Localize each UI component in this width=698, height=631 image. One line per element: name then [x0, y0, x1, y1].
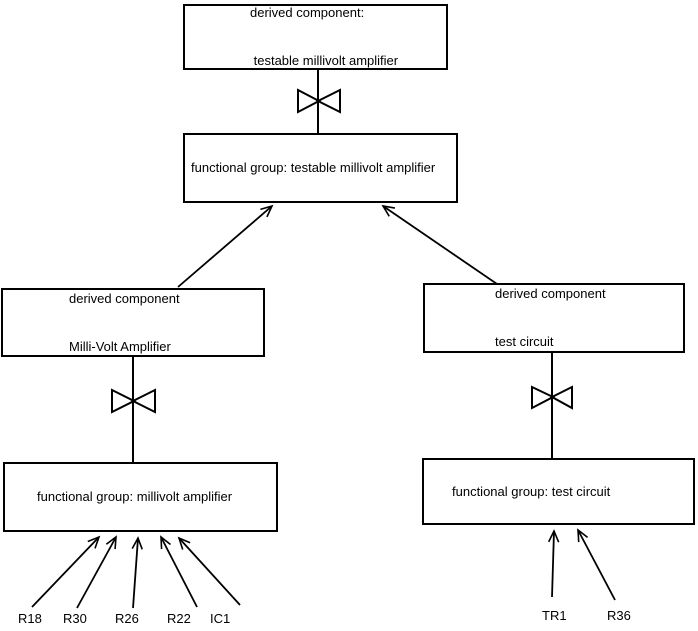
arrow-ic1-to-leftfunc — [177, 536, 241, 606]
component-label-r30: R30 — [63, 611, 87, 626]
box-label-line: functional group: millivolt amplifier — [37, 489, 233, 504]
arrow-r26-to-leftfunc — [131, 536, 143, 609]
box-label-line: functional group: testable millivolt amp… — [191, 160, 436, 175]
box-functional-group-test-circuit: functional group: test circuit — [422, 458, 695, 525]
arrow-r22-to-leftfunc — [160, 535, 198, 608]
box-label-line: testable millivolt amplifier — [250, 53, 399, 68]
box-derived-milli-volt-amplifier: derived component Milli-Volt Amplifier — [1, 288, 265, 357]
bowtie-icon — [531, 385, 556, 410]
component-label-r22: R22 — [167, 611, 191, 626]
box-derived-test-circuit: derived component test circuit — [423, 283, 685, 353]
arrow-leftderived-to-functestable — [177, 204, 274, 288]
box-functional-group-testable-millivolt-amplifier: functional group: testable millivolt amp… — [183, 133, 458, 203]
component-label-tr1: TR1 — [542, 608, 567, 623]
bowtie-icon — [111, 388, 137, 414]
box-label-line: derived component — [69, 290, 180, 306]
component-label-r18: R18 — [18, 611, 42, 626]
box-label-line: derived component: — [250, 5, 365, 20]
box-label-line: derived component — [495, 286, 606, 301]
arrow-r30-to-leftfunc — [76, 535, 117, 609]
box-derived-testable-millivolt-amplifier: derived component: testable millivolt am… — [183, 4, 448, 70]
component-label-r26: R26 — [115, 611, 139, 626]
bowtie-icon — [130, 388, 156, 414]
box-label-line: test circuit — [495, 334, 554, 349]
arrow-tr1-to-rightfunc — [547, 529, 560, 598]
box-functional-group-millivolt-amplifier: functional group: millivolt amplifier — [3, 462, 278, 532]
box-label-line: functional group: test circuit — [452, 483, 611, 499]
component-label-ic1: IC1 — [210, 611, 231, 626]
component-label-r36: R36 — [607, 608, 631, 623]
box-label-line: Milli-Volt Amplifier — [69, 338, 171, 354]
bowtie-icon — [549, 385, 573, 410]
arrow-r36-to-rightfunc — [577, 528, 616, 601]
arrow-r18-to-leftfunc — [31, 535, 101, 608]
